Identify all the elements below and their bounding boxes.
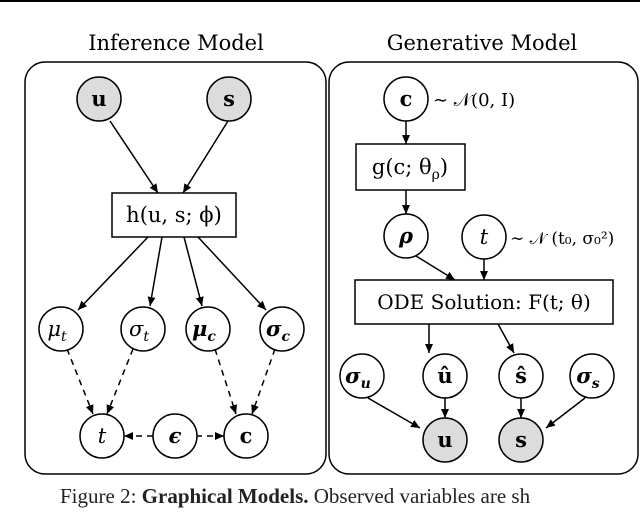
prior-c-label: ∼ 𝒩(0, I) — [433, 90, 515, 111]
generative-node-sigma-u — [339, 353, 385, 399]
generative-node-c — [383, 76, 429, 122]
generative-node-s — [498, 417, 544, 463]
generative-node-u — [422, 417, 468, 463]
encoder-label: h(u, s; ϕ) — [126, 203, 222, 227]
inference-panel-title: Inference Model — [88, 31, 264, 55]
ode-solution-box — [354, 279, 614, 325]
g-box-label: g(c; θρ) — [372, 155, 448, 183]
inference-node-sigma-c-label: σc — [266, 316, 290, 345]
generative-node-t — [461, 214, 507, 260]
ode-solution-label: ODE Solution: F(t; θ) — [377, 290, 591, 314]
generative-node-sigma-s-label: σs — [576, 363, 599, 392]
inference-node-sigma-t — [120, 306, 166, 352]
inference-node-mu-c — [185, 306, 231, 352]
generative-node-s-label: s — [515, 427, 527, 452]
inference-node-s — [206, 76, 252, 122]
caption-figure-label: Figure 2: — [60, 484, 137, 508]
generative-node-sigma-s — [569, 353, 615, 399]
generative-panel-title: Generative Model — [387, 31, 578, 55]
inference-node-mu-c-label: μc — [192, 316, 216, 345]
prior-t-label: ∼ 𝒩 (t₀, σ₀²) — [510, 229, 614, 249]
inference-node-t — [79, 413, 125, 459]
generative-node-t-label: t — [480, 225, 489, 249]
generative-node-c-label: c — [400, 86, 413, 111]
generative-node-rho-label: ρ — [398, 223, 414, 248]
inference-node-epsilon — [152, 413, 198, 459]
generative-edges — [367, 121, 586, 429]
inference-node-mu-t-label: μt — [47, 317, 67, 345]
generative-node-rho — [383, 213, 429, 259]
generative-node-sigma-u-label: σu — [345, 363, 371, 392]
caption-bold-title: Graphical Models. — [141, 484, 309, 508]
inference-edges — [77, 120, 267, 311]
inference-node-sigma-t-label: σt — [129, 317, 149, 345]
inference-node-u — [76, 76, 122, 122]
generative-node-u-label: u — [437, 427, 452, 452]
g-box — [355, 143, 466, 191]
generative-node-u-hat-label: û — [437, 363, 452, 388]
inference-node-u-label: u — [91, 86, 106, 111]
inference-node-mu-t — [38, 306, 84, 352]
figure-caption: Figure 2: Graphical Models. Observed var… — [60, 484, 640, 509]
inference-node-s-label: s — [223, 86, 235, 111]
inference-node-t-label: t — [98, 424, 107, 448]
inference-node-c — [223, 413, 269, 459]
inference-panel-frame — [24, 61, 327, 475]
inference-node-sigma-c — [259, 306, 305, 352]
generative-node-u-hat — [422, 353, 468, 399]
inference-node-epsilon-label: ϵ — [169, 423, 182, 448]
inference-dashed-edges — [66, 348, 276, 440]
generative-node-s-hat-label: ŝ — [515, 363, 527, 388]
inference-node-c-label: c — [240, 423, 253, 448]
generative-node-s-hat — [498, 353, 544, 399]
encoder-box — [111, 192, 237, 238]
caption-rest: Observed variables are sh — [308, 484, 531, 508]
generative-panel-frame — [328, 61, 639, 475]
